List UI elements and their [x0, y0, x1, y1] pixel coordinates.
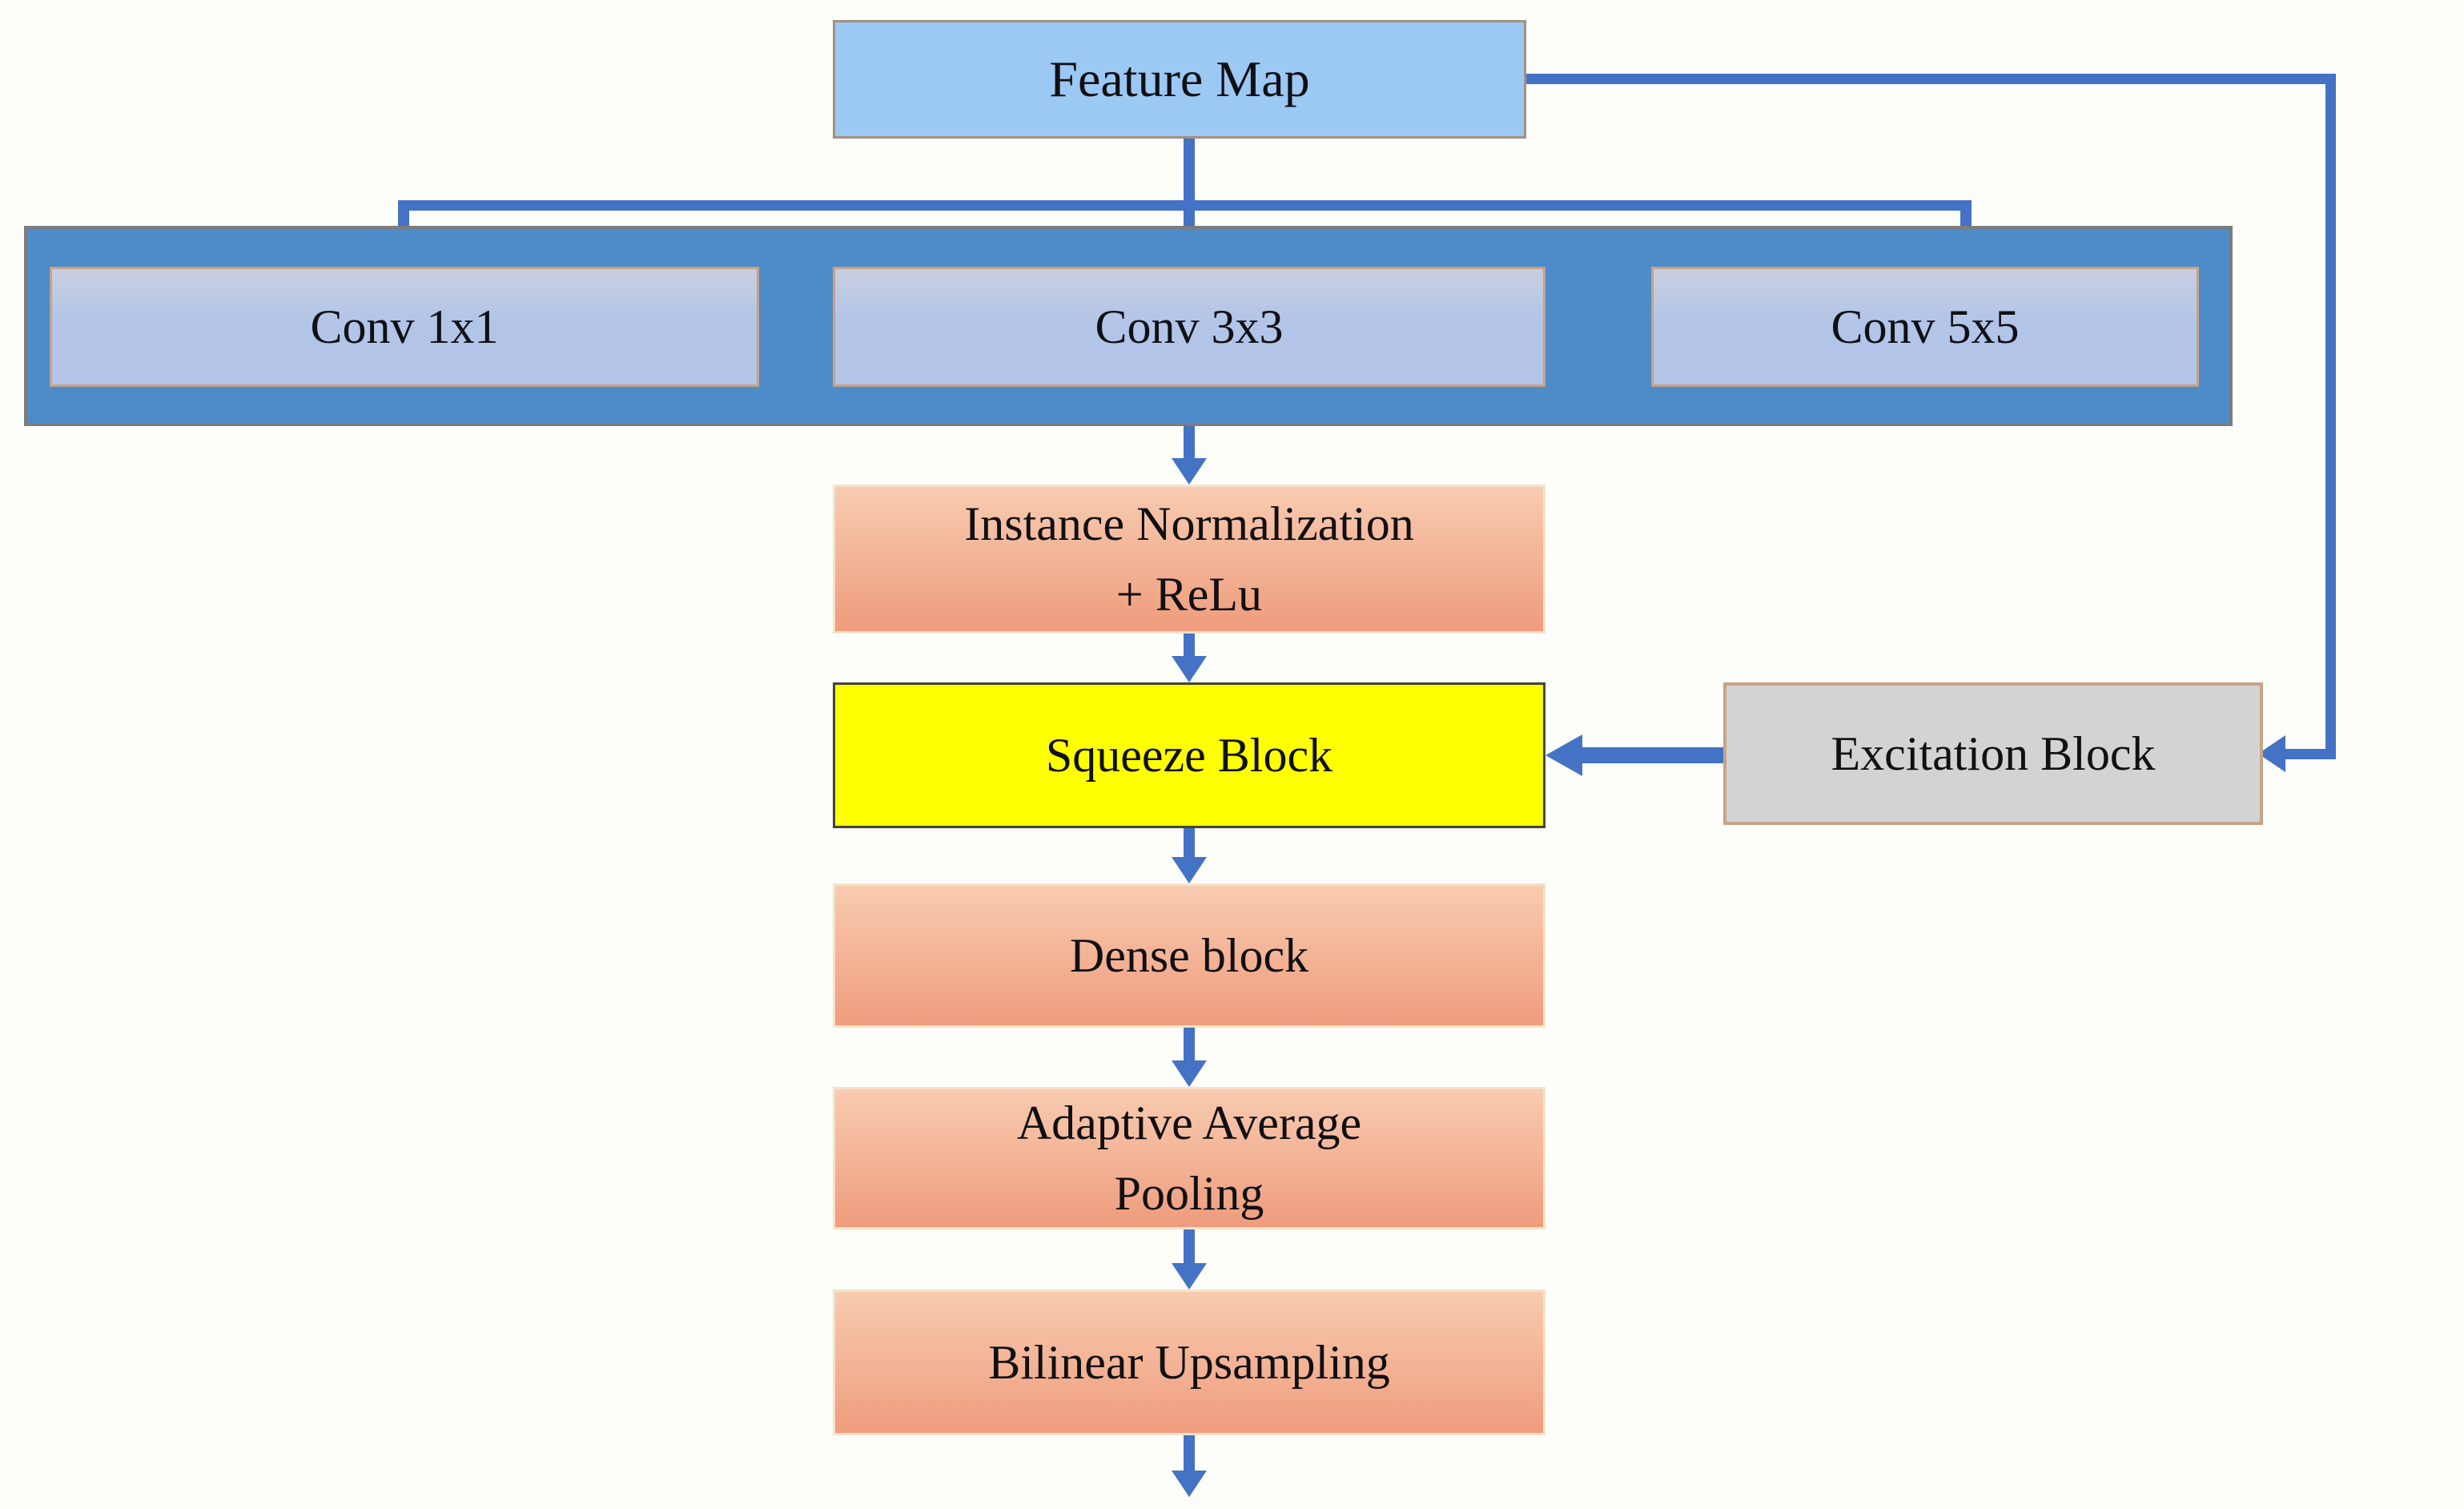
node-conv-5x5-label: Conv 5x5: [1831, 300, 2020, 353]
connector-conv-to-instnorm: [1184, 426, 1195, 460]
node-conv-1x1-label: Conv 1x1: [310, 300, 499, 353]
connector-bypass-elbow-segment: [2284, 749, 2336, 759]
connector-dense-to-adaptivepool: [1184, 1028, 1195, 1060]
node-instance-normalization: Instance Normalization + ReLu: [833, 485, 1546, 634]
connector-adaptivepool-to-bilinear: [1184, 1229, 1195, 1263]
node-conv-3x3: Conv 3x3: [833, 267, 1546, 387]
node-squeeze-block-label: Squeeze Block: [1045, 729, 1333, 782]
node-instance-normalization-label-line2: + ReLu: [1115, 568, 1263, 621]
node-feature-map: Feature Map: [833, 20, 1526, 139]
connector-instnorm-to-squeeze: [1184, 634, 1195, 658]
connector-excitation-to-squeeze: [1579, 747, 1725, 763]
connector-branch-horizontal: [398, 200, 1972, 211]
arrowhead-into-bilinear: [1172, 1263, 1207, 1290]
connector-bilinear-to-output: [1184, 1435, 1195, 1472]
connector-feature-to-conv3x3: [1184, 139, 1195, 244]
arrowhead-output: [1172, 1471, 1207, 1497]
node-dense-block: Dense block: [833, 883, 1546, 1028]
arrowhead-excitation-into-squeeze: [1546, 734, 1582, 776]
connector-bypass-right-segment: [2325, 74, 2336, 759]
node-adaptive-average-pooling-label-line2: Pooling: [1114, 1167, 1264, 1220]
node-conv-3x3-label: Conv 3x3: [1095, 300, 1284, 353]
node-adaptive-average-pooling-label-line1: Adaptive Average: [1016, 1097, 1362, 1149]
arrowhead-into-dense: [1172, 857, 1207, 883]
node-excitation-block: Excitation Block: [1723, 682, 2263, 825]
node-dense-block-label: Dense block: [1069, 929, 1309, 982]
node-conv-5x5: Conv 5x5: [1651, 267, 2199, 387]
arrowhead-into-adaptivepool: [1172, 1060, 1207, 1087]
arrowhead-into-instnorm: [1172, 458, 1207, 485]
node-instance-normalization-label-line1: Instance Normalization: [964, 497, 1414, 550]
node-excitation-block-label: Excitation Block: [1831, 727, 2156, 780]
arrowhead-into-squeeze: [1172, 656, 1207, 682]
node-bilinear-upsampling: Bilinear Upsampling: [833, 1290, 1546, 1435]
node-bilinear-upsampling-label: Bilinear Upsampling: [988, 1336, 1390, 1389]
node-feature-map-label: Feature Map: [1049, 50, 1310, 107]
node-adaptive-average-pooling: Adaptive Average Pooling: [833, 1087, 1546, 1229]
node-squeeze-block: Squeeze Block: [833, 682, 1546, 828]
connector-squeeze-to-dense: [1184, 828, 1195, 859]
connector-bypass-top-segment: [1526, 74, 2336, 84]
node-conv-1x1: Conv 1x1: [50, 267, 759, 387]
